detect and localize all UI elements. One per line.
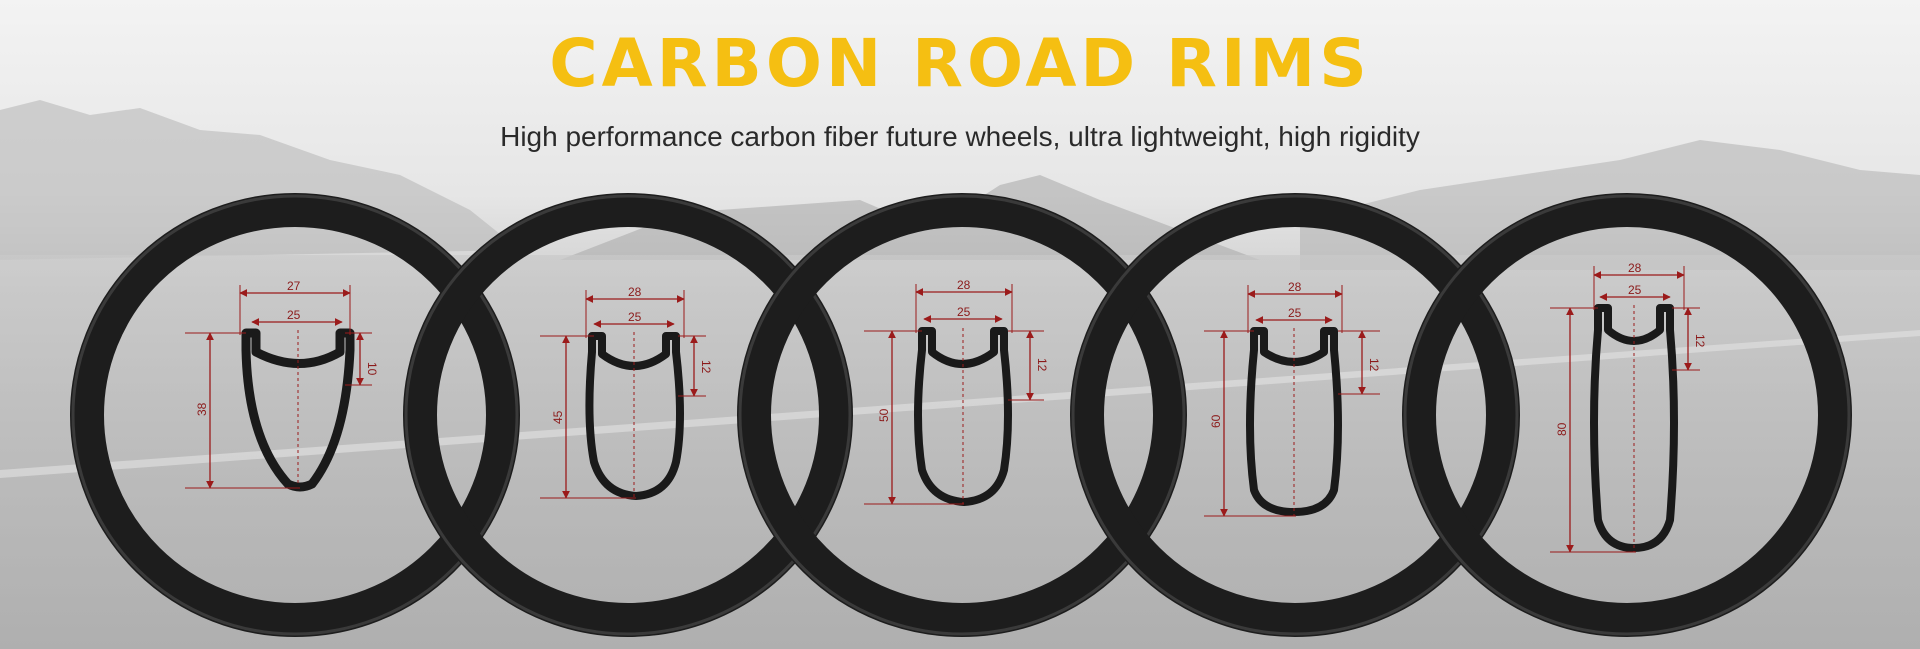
rim-1-hook-depth-label: 10 <box>365 362 379 376</box>
rim-ring-5 <box>1402 193 1852 637</box>
page-subtitle: High performance carbon fiber future whe… <box>500 121 1420 152</box>
rim-1-inner-width-label: 25 <box>287 308 301 322</box>
rim-3-hook-depth-label: 12 <box>1035 358 1049 372</box>
rim-3-depth-label: 50 <box>877 408 891 422</box>
rim-3-outer-width-label: 28 <box>957 278 971 292</box>
rim-ring-2 <box>403 193 853 637</box>
rim-3-inner-width-label: 25 <box>957 305 971 319</box>
rim-2-outer-width-label: 28 <box>628 285 642 299</box>
rim-5-inner-width-label: 25 <box>1628 283 1642 297</box>
rim-2-inner-width-label: 25 <box>628 310 642 324</box>
page-title: CARBON ROAD RIMS <box>549 25 1371 102</box>
rim-1-outer-width-label: 27 <box>287 279 301 293</box>
rim-profile-5: 28 25 12 80 <box>1550 261 1707 553</box>
rim-5-depth-label: 80 <box>1555 422 1569 436</box>
rim-4-inner-width-label: 25 <box>1288 306 1302 320</box>
rim-5-hook-depth-label: 12 <box>1693 334 1707 348</box>
rim-profile-2: 28 25 12 45 <box>540 285 713 500</box>
rim-2-hook-depth-label: 12 <box>699 360 713 374</box>
rim-4-hook-depth-label: 12 <box>1367 358 1381 372</box>
rim-2-depth-label: 45 <box>551 410 565 424</box>
rim-ring-1 <box>70 193 520 637</box>
rim-profile-1: 27 25 10 38 <box>185 279 379 492</box>
rim-4-outer-width-label: 28 <box>1288 280 1302 294</box>
rim-1-depth-label: 38 <box>195 402 209 416</box>
rim-ring-3 <box>737 193 1187 637</box>
rim-profile-4: 28 25 12 60 <box>1204 280 1381 517</box>
rim-5-outer-width-label: 28 <box>1628 261 1642 275</box>
rim-ring-4 <box>1070 193 1520 637</box>
rim-profile-3: 28 25 12 50 <box>864 278 1049 506</box>
rim-4-depth-label: 60 <box>1209 414 1223 428</box>
